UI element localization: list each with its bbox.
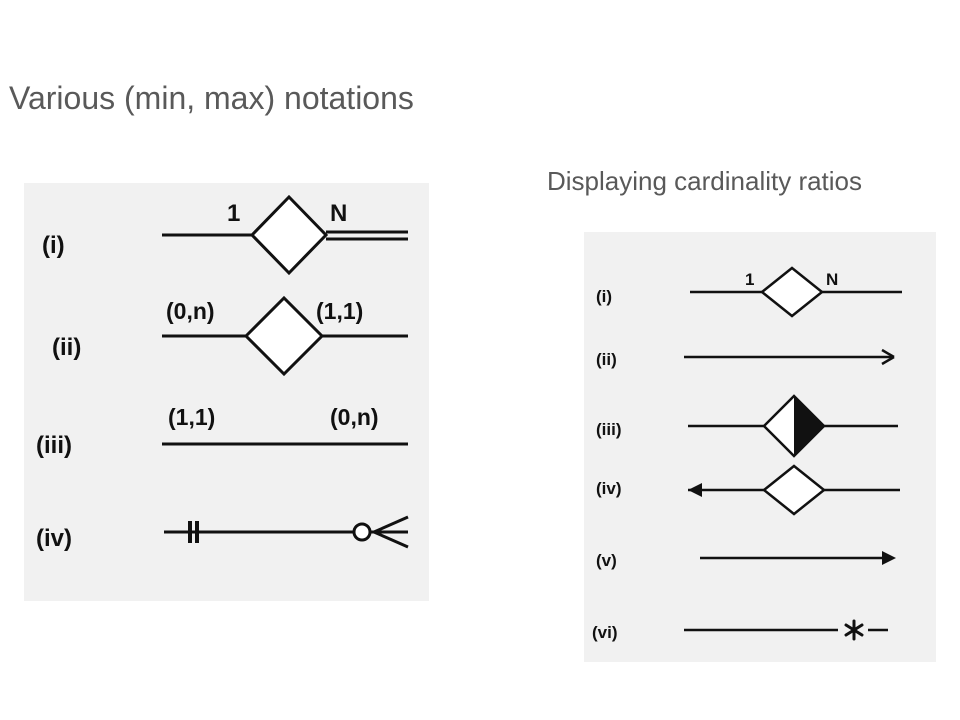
diamond-filled-half <box>794 396 824 456</box>
zero-circle <box>352 522 372 542</box>
crows-foot-upper <box>373 515 409 534</box>
row-label: (i) <box>42 232 65 259</box>
row-label: (iii) <box>596 420 622 439</box>
right-caption: Displaying cardinality ratios <box>547 166 863 196</box>
arrow-barb-upper <box>881 348 895 359</box>
cardinality-left: 1 <box>227 200 240 227</box>
panel-background <box>584 232 936 662</box>
row-label: (ii) <box>52 334 81 361</box>
arrow-head-left <box>688 483 702 497</box>
arrow-head-right <box>882 551 896 565</box>
min-max-notation-panel: (i) 1 N (ii) (0,n) (1,1) (iii) (1,1) (0,… <box>24 183 429 601</box>
cardinality-left: 1 <box>745 270 754 289</box>
cardinality-ratio-panel: (i) 1 N (ii) (iii) (iv) (v) (vi) <box>584 232 936 662</box>
row-label: (iii) <box>36 432 72 459</box>
cardinality-ratio-diagram: (i) 1 N (ii) (iii) (iv) (v) (vi) <box>584 232 936 662</box>
cardinality-left: (0,n) <box>166 298 215 324</box>
cardinality-right: (0,n) <box>330 404 379 430</box>
cardinality-right: (1,1) <box>316 298 363 324</box>
min-max-notation-diagram: (i) 1 N (ii) (0,n) (1,1) (iii) (1,1) (0,… <box>24 183 429 601</box>
relationship-diamond <box>249 194 329 276</box>
row-label: (v) <box>596 551 617 570</box>
arrow-barb-lower <box>881 355 895 366</box>
cardinality-left: (1,1) <box>168 404 215 430</box>
asterisk-icon <box>844 619 864 641</box>
row-label: (iv) <box>36 525 72 552</box>
cardinality-right: N <box>826 270 838 289</box>
slide-title: Various (min, max) notations <box>9 80 414 116</box>
row-label: (iv) <box>596 479 622 498</box>
row-label: (vi) <box>592 623 618 642</box>
row-label: (i) <box>596 287 612 306</box>
cardinality-right: N <box>330 200 347 227</box>
crows-foot-lower <box>373 530 409 549</box>
row-label: (ii) <box>596 350 617 369</box>
